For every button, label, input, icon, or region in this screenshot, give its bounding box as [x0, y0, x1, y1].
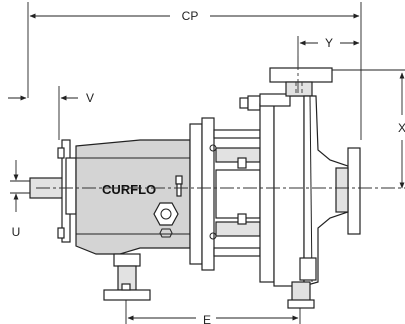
dimension-x: X	[330, 69, 405, 189]
coupling-frame	[213, 95, 261, 257]
dimension-e-label: E	[203, 313, 211, 324]
dimension-v-label: V	[86, 91, 94, 105]
dimension-y-label: Y	[325, 36, 333, 50]
dimension-u: U	[10, 160, 36, 239]
casing-backplate	[259, 93, 305, 287]
adapter-flange-left	[189, 117, 217, 271]
bearing-housing: CURFLO	[75, 139, 191, 255]
discharge-nozzle	[269, 67, 333, 97]
dimension-e: E	[125, 300, 301, 324]
dimension-cp-label: CP	[182, 9, 199, 23]
dimension-u-label: U	[12, 225, 21, 239]
drain-nut-icon	[159, 228, 173, 238]
suction-flange	[335, 147, 361, 235]
brand-label: CURFLO	[102, 182, 156, 197]
casing-foot	[287, 257, 317, 309]
housing-foot	[103, 253, 151, 301]
hex-plug-icon	[153, 202, 179, 226]
breather-icon	[175, 175, 183, 185]
bearing-end-flange	[57, 139, 77, 243]
dimension-x-label: X	[398, 121, 405, 135]
dimension-v: V	[8, 86, 94, 140]
dimension-cp: CP	[27, 2, 362, 140]
